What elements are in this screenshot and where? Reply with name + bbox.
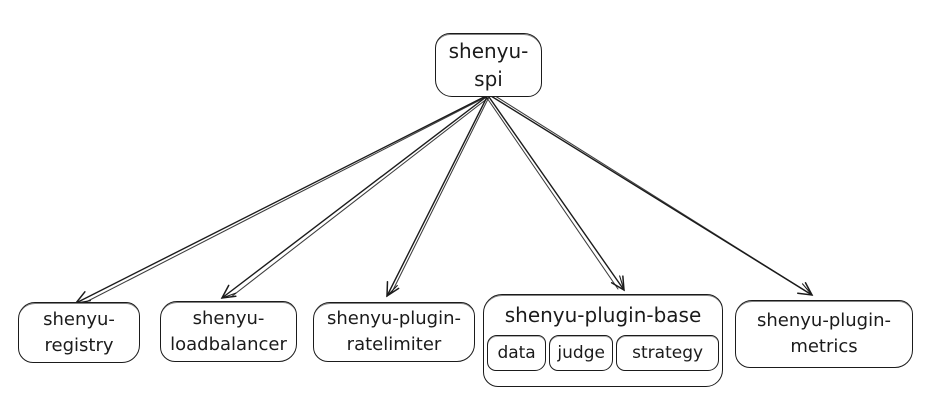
node-shenyu-loadbalancer: shenyu- loadbalancer [160,301,297,362]
edge-spi-to-metrics [490,93,814,296]
node-shenyu-registry: shenyu- registry [18,302,140,363]
subnode-label: strategy [632,342,704,363]
subnode-strategy: strategy [616,335,720,371]
node-shenyu-plugin-metrics: shenyu-plugin- metrics [735,300,913,368]
edge-line [220,96,487,299]
edge-line [74,95,487,305]
subnode-judge: judge [549,335,614,371]
node-shenyu-plugin-ratelimiter: shenyu-plugin- ratelimiter [313,302,475,362]
edge-spi-to-loadbalancer [220,96,489,299]
plugin-base-modules-row: data judge strategy [487,335,720,371]
node-shenyu-plugin-base: shenyu-plugin-base data judge strategy [483,294,723,387]
edge-line-sketch [391,96,490,293]
node-label-line1: shenyu-plugin- [327,308,461,330]
edge-line-sketch [491,93,805,291]
node-label-line1: shenyu-plugin- [757,310,891,332]
node-label-line2: metrics [790,336,858,357]
node-label: shenyu-spi [448,38,529,91]
node-label-line1: shenyu- [192,307,265,329]
edge-line [488,96,625,292]
subnode-label: judge [557,342,605,363]
edge-line-sketch [85,97,485,303]
edge-spi-to-registry [74,95,487,305]
node-title: shenyu-plugin-base [504,303,702,327]
node-label-line2: registry [44,334,114,356]
node-label-line1: shenyu- [43,308,115,330]
subnode-data: data [487,335,547,371]
edge-line-sketch [230,97,489,298]
node-shenyu-spi: shenyu-spi [435,33,542,97]
edge-spi-to-plugin-base [486,96,625,292]
edge-spi-to-ratelimiter [386,96,490,298]
edge-line-sketch [486,97,619,290]
node-label-line2: loadbalancer [170,333,287,355]
edge-line [386,96,488,298]
node-label-line2: ratelimiter [346,334,442,355]
subnode-label: data [497,342,536,363]
